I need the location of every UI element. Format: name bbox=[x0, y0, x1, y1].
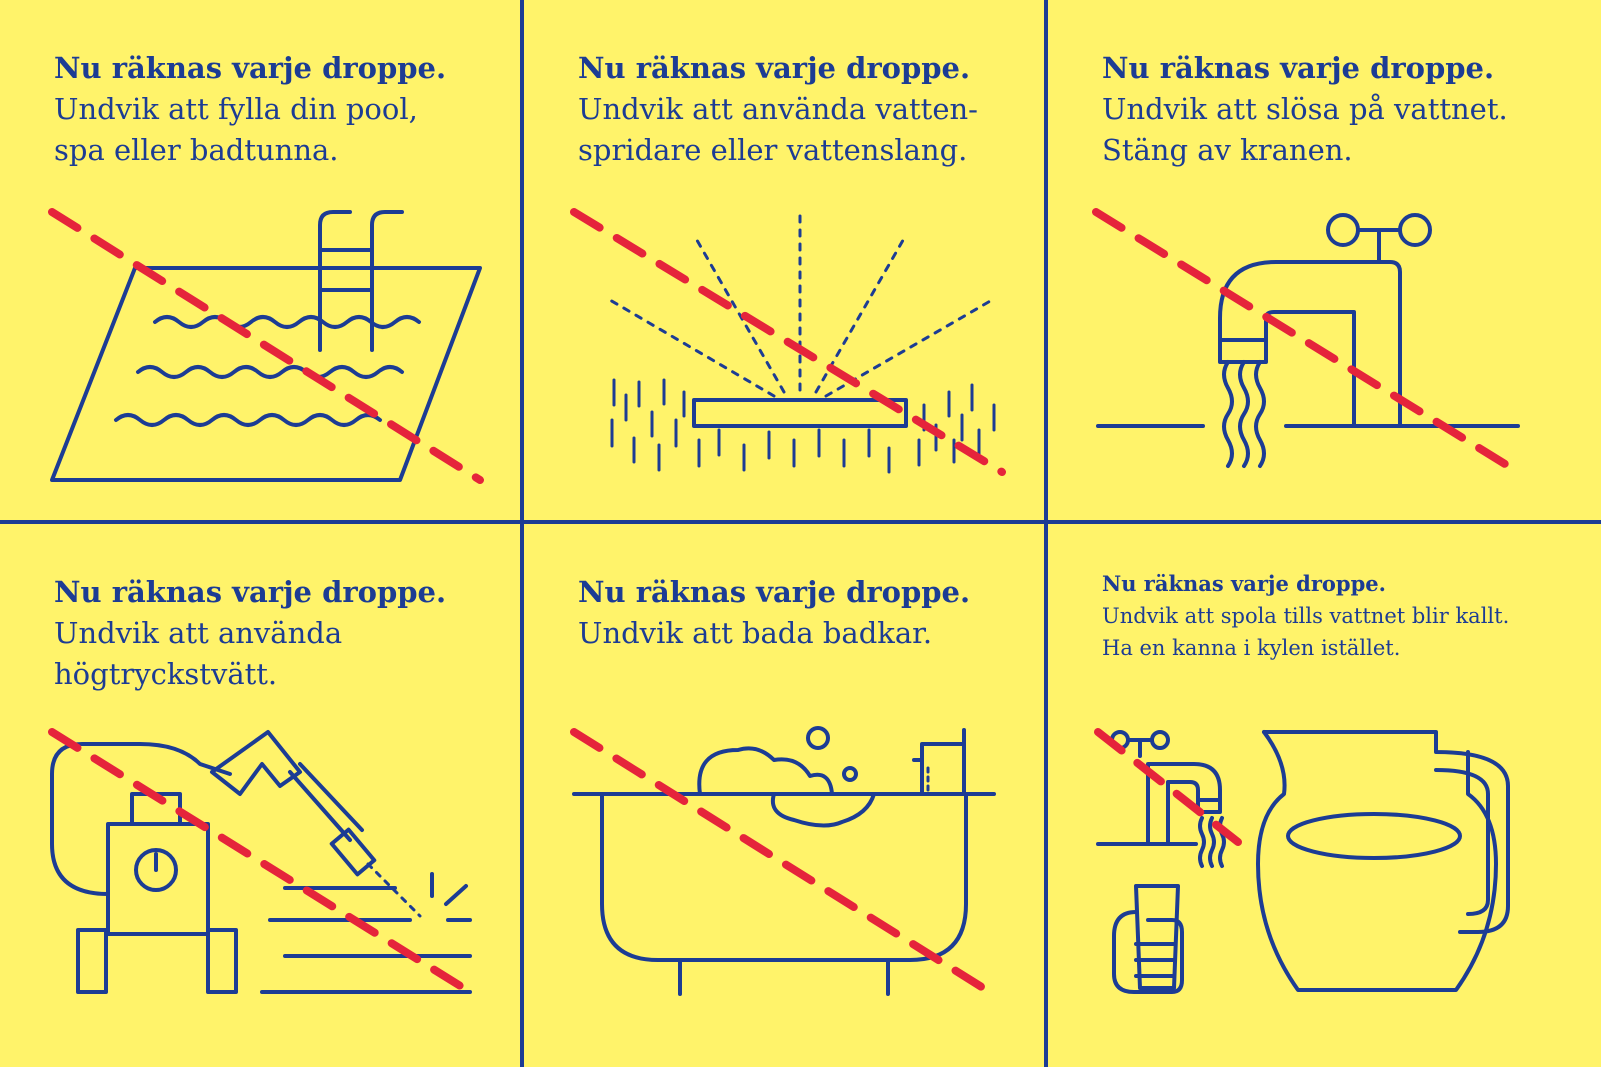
caption-line: Ha en kanna i kylen istället. bbox=[1102, 636, 1401, 660]
caption-line: spridare eller vattenslang. bbox=[578, 133, 968, 167]
pool-icon bbox=[48, 208, 484, 484]
caption-line: Undvik att bada badkar. bbox=[578, 616, 933, 650]
caption: Nu räknas varje droppe. Undvik att spola… bbox=[1102, 568, 1572, 664]
panel-sprinkler: Nu räknas varje droppe. Undvik att använ… bbox=[524, 0, 1054, 530]
headline: Nu räknas varje droppe. bbox=[1102, 571, 1386, 596]
water-jug-icon bbox=[1094, 728, 1510, 994]
caption: Nu räknas varje droppe. Undvik att använ… bbox=[578, 48, 1048, 171]
caption-line: Undvik att använda vatten- bbox=[578, 92, 978, 126]
sprinkler-icon bbox=[570, 208, 1006, 476]
panel-bathtub: Nu räknas varje droppe. Undvik att bada … bbox=[524, 524, 1054, 1054]
caption-line: Undvik att slösa på vattnet. bbox=[1102, 92, 1508, 126]
horizontal-divider bbox=[0, 520, 1601, 524]
caption-line: högtryckstvätt. bbox=[54, 657, 278, 691]
caption-line: Undvik att använda bbox=[54, 616, 343, 650]
caption-line: spa eller badtunna. bbox=[54, 133, 339, 167]
caption: Nu räknas varje droppe. Undvik att bada … bbox=[578, 572, 1048, 654]
panel-pressure-washer: Nu räknas varje droppe. Undvik att använ… bbox=[0, 524, 530, 1054]
faucet-icon bbox=[1092, 208, 1522, 476]
panel-pool: Nu räknas varje droppe. Undvik att fylla… bbox=[0, 0, 530, 530]
headline: Nu räknas varje droppe. bbox=[578, 51, 971, 85]
panel-water-jug: Nu räknas varje droppe. Undvik att spola… bbox=[1048, 524, 1578, 1054]
bathtub-icon bbox=[570, 726, 1000, 1000]
headline: Nu räknas varje droppe. bbox=[1102, 51, 1495, 85]
caption-line: Undvik att fylla din pool, bbox=[54, 92, 418, 126]
caption: Nu räknas varje droppe. Undvik att slösa… bbox=[1102, 48, 1572, 171]
caption: Nu räknas varje droppe. Undvik att använ… bbox=[54, 572, 524, 695]
caption-line: Stäng av kranen. bbox=[1102, 133, 1353, 167]
headline: Nu räknas varje droppe. bbox=[54, 575, 447, 609]
vertical-divider-left bbox=[520, 0, 524, 1067]
caption-line: Undvik att spola tills vattnet blir kall… bbox=[1102, 604, 1510, 628]
pressure-washer-icon bbox=[48, 728, 474, 996]
caption: Nu räknas varje droppe. Undvik att fylla… bbox=[54, 48, 524, 171]
vertical-divider-right bbox=[1044, 0, 1048, 1067]
headline: Nu räknas varje droppe. bbox=[578, 575, 971, 609]
panel-faucet: Nu räknas varje droppe. Undvik att slösa… bbox=[1048, 0, 1578, 530]
headline: Nu räknas varje droppe. bbox=[54, 51, 447, 85]
